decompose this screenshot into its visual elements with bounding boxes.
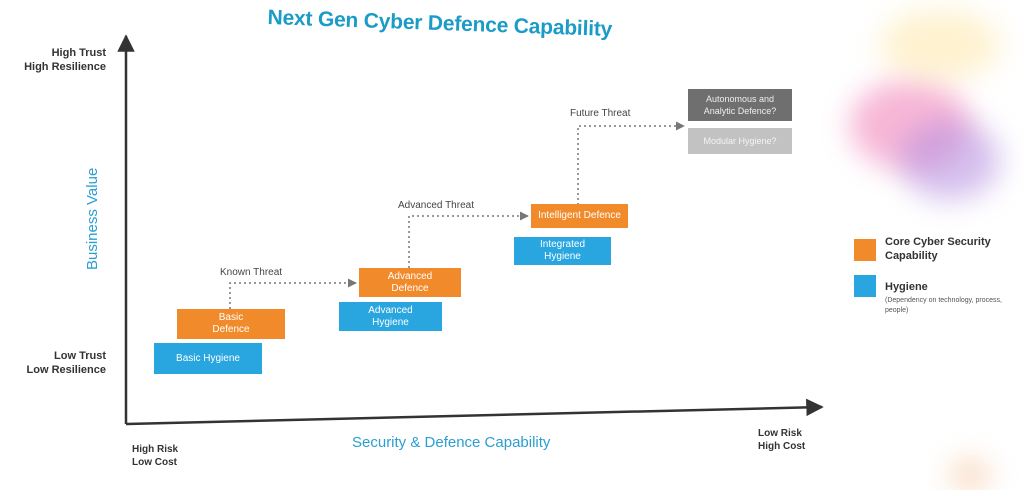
connector-future-threat	[577, 121, 685, 205]
decorative-blob-purple	[900, 120, 1000, 200]
connector-known-threat	[229, 278, 357, 309]
box-advanced-defence: Advanced Defence	[359, 268, 461, 297]
box-autonomous-defence: Autonomous and Analytic Defence?	[688, 89, 792, 121]
decorative-blob-yellow	[880, 10, 1000, 80]
decorative-blob-orange	[950, 460, 990, 490]
label-future-threat: Future Threat	[570, 108, 631, 119]
legend-hygiene-title: Hygiene	[885, 281, 928, 293]
x-right-line2: High Cost	[758, 441, 806, 452]
y-axis-title: Business Value	[84, 167, 101, 270]
box-advanced-hygiene: Advanced Hygiene	[339, 302, 442, 331]
box-modular-hygiene: Modular Hygiene?	[688, 128, 792, 154]
x-right-line1: Low Risk	[758, 428, 802, 439]
box-integrated-hygiene: Integrated Hygiene	[514, 237, 611, 265]
box-basic-hygiene: Basic Hygiene	[154, 343, 262, 374]
box-intelligent-defence: Intelligent Defence	[531, 204, 628, 228]
y-bottom-line2: Low Resilience	[26, 364, 106, 376]
x-left-line1: High Risk	[132, 444, 179, 455]
y-top-line2: High Resilience	[24, 61, 106, 73]
label-known-threat: Known Threat	[220, 267, 283, 278]
x-axis-right-label: Low Risk High Cost	[758, 427, 805, 453]
legend-core-swatch	[854, 239, 876, 261]
connector-advanced-threat	[408, 211, 529, 268]
x-axis-left-label: High Risk Low Cost	[132, 443, 178, 469]
legend-hygiene-note: (Dependency on technology, process, peop…	[885, 297, 1002, 314]
y-top-line1: High Trust	[51, 47, 106, 59]
box-basic-defence: Basic Defence	[177, 309, 285, 339]
label-advanced-threat: Advanced Threat	[398, 200, 474, 211]
legend-hygiene-swatch	[854, 275, 876, 297]
y-axis-top-label: High Trust High Resilience	[24, 46, 106, 74]
y-axis-bottom-label: Low Trust Low Resilience	[27, 349, 106, 377]
legend-core-title: Core Cyber Security Capability	[885, 236, 991, 262]
x-axis-title: Security & Defence Capability	[352, 434, 551, 451]
y-bottom-line1: Low Trust	[54, 350, 106, 362]
x-left-line2: Low Cost	[132, 457, 177, 468]
x-axis-line	[125, 398, 824, 426]
